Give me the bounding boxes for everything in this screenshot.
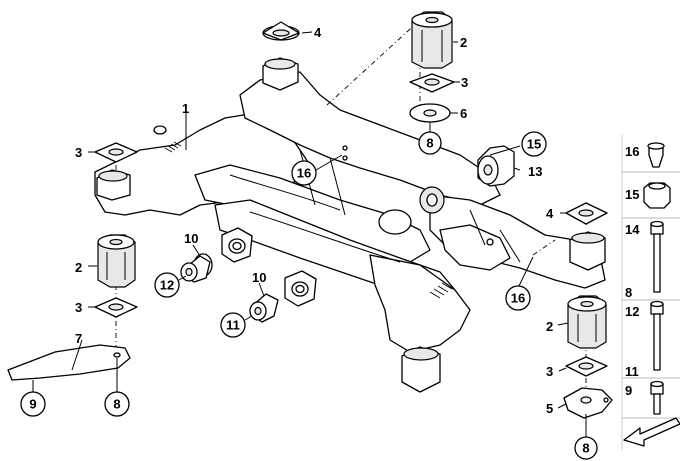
callout-3-left-bottom: 3	[75, 300, 82, 315]
callout-16-right-text: 16	[511, 291, 525, 306]
callout-15-text: 15	[527, 137, 541, 152]
callout-9-text: 9	[29, 397, 36, 412]
legend-bolt-9	[650, 380, 664, 415]
callout-16-center: 16	[291, 160, 317, 186]
tower-top-mount	[262, 57, 299, 91]
legend-label-12: 12	[625, 304, 639, 319]
washer-right-bottom	[565, 356, 608, 377]
legend-bolt-14	[650, 220, 664, 293]
tower-bottom-mount	[401, 346, 441, 393]
washer-top-right	[409, 73, 455, 93]
callout-6: 6	[460, 106, 467, 121]
rubber-mount-right	[567, 295, 607, 349]
stop-buffer-top	[262, 21, 300, 41]
weld-hatch-left	[164, 141, 182, 153]
support-plate	[7, 344, 131, 381]
callout-8-right: 8	[574, 436, 598, 460]
legend-bolt-12	[650, 300, 664, 371]
callout-9: 9	[20, 391, 46, 417]
rubber-bush-large	[180, 253, 213, 283]
callout-3-right: 3	[546, 364, 553, 379]
legend-label-11: 11	[625, 364, 639, 379]
spacer-disc	[409, 103, 451, 123]
legend-plug-16	[647, 142, 665, 168]
direction-arrow-icon	[623, 417, 680, 447]
callout-10-lower: 10	[252, 270, 266, 285]
legend-label-9: 9	[625, 383, 632, 398]
callout-12-text: 12	[160, 278, 174, 293]
callout-3-left-top: 3	[75, 145, 82, 160]
washer-left-top	[94, 142, 138, 163]
rubber-bush-small	[249, 293, 279, 323]
rubber-mount-left	[97, 234, 136, 288]
weld-hatch-right	[429, 282, 453, 299]
legend-label-16: 16	[625, 144, 639, 159]
callout-1: 1	[182, 101, 189, 116]
callout-2-right: 2	[546, 319, 553, 334]
callout-5: 5	[546, 401, 553, 416]
subframe-body	[94, 71, 606, 353]
bushing-holder-upper	[221, 227, 253, 263]
callout-10-upper: 10	[184, 231, 198, 246]
legend-label-8: 8	[625, 285, 632, 300]
bracket	[563, 387, 613, 419]
callout-11: 11	[220, 312, 246, 338]
legend-nut-15	[643, 182, 671, 209]
leader-lines	[32, 31, 587, 438]
frame-disc	[419, 186, 445, 214]
rubber-mount-top-right	[411, 11, 453, 69]
callout-8-top: 8	[418, 131, 442, 155]
callout-8-right-text: 8	[582, 441, 589, 456]
washer-left-bottom	[94, 297, 138, 318]
legend-label-15: 15	[625, 187, 639, 202]
callout-4-right: 4	[546, 206, 554, 221]
tower-left-front-mount	[96, 169, 131, 201]
callout-2-left: 2	[75, 260, 82, 275]
callout-11-text: 11	[226, 318, 240, 333]
stop-buffer-right	[565, 202, 608, 225]
bushing-holder-lower	[284, 270, 317, 307]
callout-2-top-right: 2	[460, 35, 467, 50]
callout-15: 15	[521, 131, 547, 157]
callout-8-left-text: 8	[113, 397, 120, 412]
callout-16-right: 16	[505, 285, 531, 311]
legend-column	[621, 135, 680, 450]
callout-8-left: 8	[104, 391, 130, 417]
bush-13	[477, 145, 515, 187]
tower-right-mount	[569, 231, 606, 271]
callout-7: 7	[75, 331, 82, 346]
callout-8-top-text: 8	[426, 136, 433, 151]
callout-12: 12	[154, 272, 180, 298]
callout-16-center-text: 16	[297, 166, 311, 181]
callout-13: 13	[528, 164, 542, 179]
callout-4-top: 4	[314, 25, 322, 40]
callout-3-top-right: 3	[461, 75, 468, 90]
legend-label-14: 14	[625, 222, 640, 237]
